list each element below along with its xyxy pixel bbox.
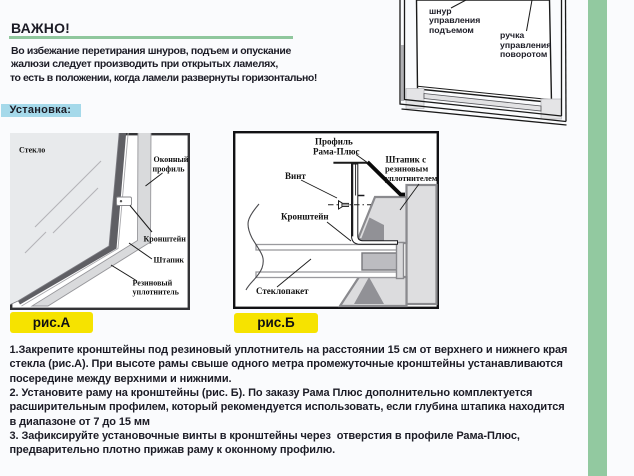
svg-text:Штапик с: Штапик с <box>386 155 427 165</box>
svg-text:Винт: Винт <box>285 171 306 181</box>
svg-text:Стекло: Стекло <box>19 145 45 154</box>
svg-text:Штапик: Штапик <box>154 255 185 264</box>
svg-text:резиновым: резиновым <box>385 163 428 173</box>
svg-text:Кронштейн: Кронштейн <box>281 212 329 222</box>
svg-text:уплотнитель: уплотнитель <box>133 287 180 296</box>
svg-text:Стеклопакет: Стеклопакет <box>256 286 309 296</box>
svg-text:Рама-Плюс: Рама-Плюс <box>313 147 360 157</box>
svg-text:Профиль: Профиль <box>315 137 353 147</box>
svg-text:Кронштейн: Кронштейн <box>144 234 187 243</box>
svg-text:Резиновый: Резиновый <box>133 278 173 287</box>
svg-text:Оконный: Оконный <box>154 155 189 164</box>
svg-text:профиль: профиль <box>153 164 186 173</box>
svg-text:уплотнителем: уплотнителем <box>385 174 438 183</box>
